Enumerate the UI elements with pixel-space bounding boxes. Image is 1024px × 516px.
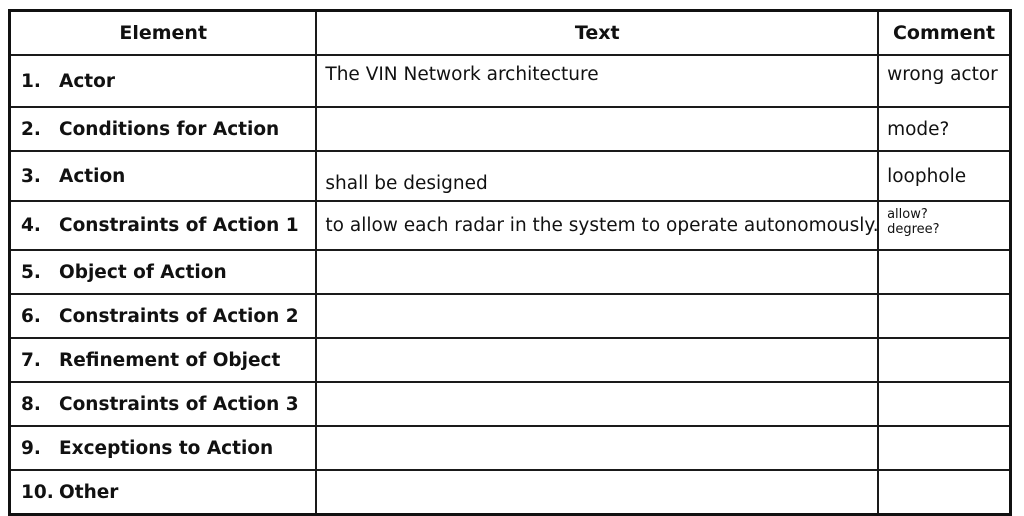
header-comment: Comment — [877, 9, 1012, 56]
text-cell: The VIN Network architecture — [315, 54, 880, 108]
row-number: 5. — [21, 261, 41, 283]
text-cell — [315, 469, 880, 516]
table-row: 10.Other — [8, 469, 1012, 516]
element-label: Other — [59, 481, 119, 503]
table-row: 3. Action shall be designed loophole — [8, 150, 1012, 202]
element-label: Constraints of Action 1 — [59, 215, 299, 236]
text-cell — [315, 337, 880, 383]
comment-cell: wrong actor — [877, 54, 1012, 108]
element-cell: 7. Refinement of Object — [8, 337, 318, 383]
row-number: 7. — [21, 349, 41, 371]
text-cell — [315, 249, 880, 295]
element-label: Exceptions to Action — [59, 437, 274, 459]
table-row: 6. Constraints of Action 2 — [8, 293, 1012, 339]
comment-cell — [877, 425, 1012, 471]
element-label: Object of Action — [59, 261, 227, 283]
comment-cell — [877, 469, 1012, 516]
element-label: Refinement of Object — [59, 349, 281, 371]
table-row: 8. Constraints of Action 3 — [8, 381, 1012, 427]
comment-cell — [877, 249, 1012, 295]
table-row: 9. Exceptions to Action — [8, 425, 1012, 471]
table-row: 2. Conditions for Action mode? — [8, 106, 1012, 152]
row-number: 8. — [21, 393, 41, 415]
header-row: Element Text Comment — [8, 9, 1012, 56]
comment-line: allow? — [887, 207, 928, 222]
element-label: Actor — [59, 70, 115, 92]
row-number: 1. — [21, 70, 41, 92]
element-label: Constraints of Action 3 — [59, 393, 299, 415]
text-cell: shall be designed — [315, 150, 880, 202]
comment-line: degree? — [887, 222, 940, 237]
requirements-analysis-table: Element Text Comment 1. Actor The VIN Net… — [8, 9, 1012, 516]
element-cell: 10.Other — [8, 469, 318, 516]
text-cell — [315, 425, 880, 471]
text-cell — [315, 293, 880, 339]
comment-cell: allow?degree? — [877, 200, 1012, 251]
row-number: 6. — [21, 305, 41, 327]
header-element: Element — [8, 9, 318, 56]
element-cell: 2. Conditions for Action — [8, 106, 318, 152]
comment-cell — [877, 337, 1012, 383]
table-row: 4. Constraints of Action 1 to allow each … — [8, 200, 1012, 251]
comment-cell: loophole — [877, 150, 1012, 202]
element-cell: 6. Constraints of Action 2 — [8, 293, 318, 339]
table-row: 7. Refinement of Object — [8, 337, 1012, 383]
element-cell: 8. Constraints of Action 3 — [8, 381, 318, 427]
text-cell — [315, 106, 880, 152]
text-cell: to allow each radar in the system to ope… — [315, 200, 880, 251]
row-number: 2. — [21, 118, 41, 140]
element-cell: 4. Constraints of Action 1 — [8, 200, 318, 251]
row-number: 4. — [21, 215, 41, 236]
element-label: Constraints of Action 2 — [59, 305, 299, 327]
comment-cell: mode? — [877, 106, 1012, 152]
element-cell: 3. Action — [8, 150, 318, 202]
comment-cell — [877, 293, 1012, 339]
header-text: Text — [315, 9, 880, 56]
element-label: Action — [59, 165, 126, 187]
table-row: 1. Actor The VIN Network architecture wro… — [8, 54, 1012, 108]
row-number: 10. — [21, 481, 54, 503]
element-cell: 1. Actor — [8, 54, 318, 108]
element-label: Conditions for Action — [59, 118, 280, 140]
comment-cell — [877, 381, 1012, 427]
table-row: 5. Object of Action — [8, 249, 1012, 295]
text-cell — [315, 381, 880, 427]
row-number: 9. — [21, 437, 41, 459]
element-cell: 9. Exceptions to Action — [8, 425, 318, 471]
element-cell: 5. Object of Action — [8, 249, 318, 295]
row-number: 3. — [21, 165, 41, 187]
